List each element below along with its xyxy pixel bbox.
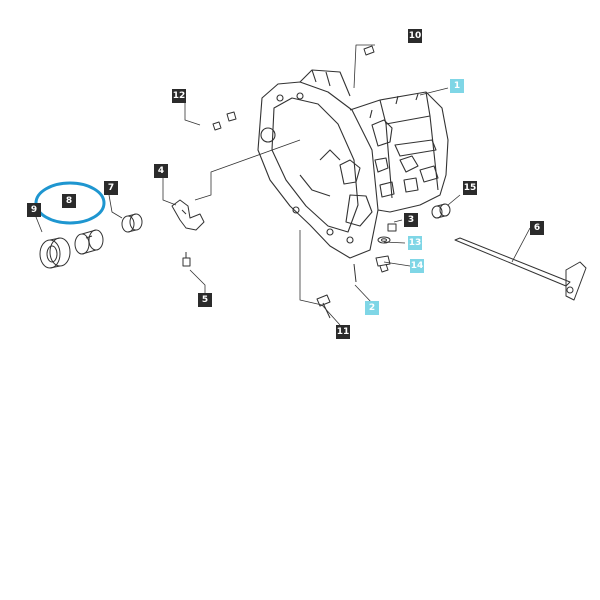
callout-6[interactable]: 6 [530,221,544,235]
plug-14 [375,255,391,273]
washer-13 [377,236,391,244]
release-bearing [74,229,104,255]
callout-8[interactable]: 8 [62,194,76,208]
bolt-3 [387,223,397,232]
callout-2[interactable]: 2 [365,301,379,315]
callout-14[interactable]: 14 [410,259,424,273]
fork-screw [182,252,191,267]
callout-5[interactable]: 5 [198,293,212,307]
callout-10[interactable]: 10 [408,29,422,43]
callout-9[interactable]: 9 [27,203,41,217]
transmission-housing [257,69,449,259]
callout-4[interactable]: 4 [154,164,168,178]
stud-2 [353,263,357,283]
shift-fork [171,199,205,231]
callout-3[interactable]: 3 [404,213,418,227]
callout-11[interactable]: 11 [336,325,350,339]
seal-ring [39,237,71,269]
pins-12 [212,111,237,131]
dowel-pin [363,45,375,56]
callout-1[interactable]: 1 [450,79,464,93]
bushing-15 [431,203,451,219]
bolt-11 [316,294,331,319]
callout-13[interactable]: 13 [408,236,422,250]
shift-rod [454,237,587,301]
bushing-7 [121,213,143,233]
callout-7[interactable]: 7 [104,181,118,195]
callout-12[interactable]: 12 [172,89,186,103]
callout-15[interactable]: 15 [463,181,477,195]
